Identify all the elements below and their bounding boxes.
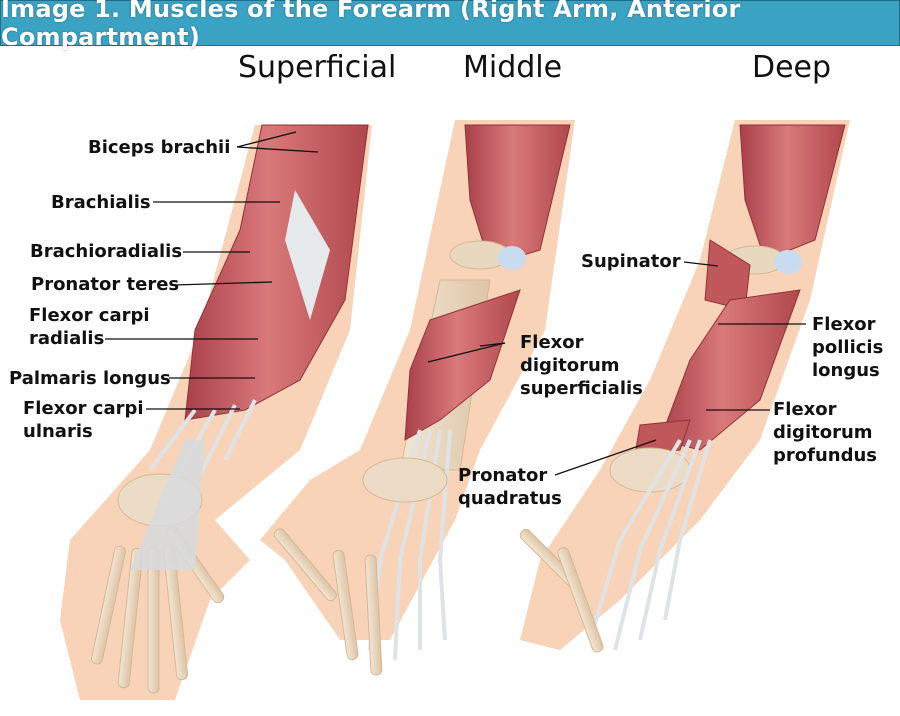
label-line: digitorum xyxy=(520,355,620,376)
leader-biceps-1 xyxy=(236,131,297,148)
middle-elbow-joint xyxy=(449,240,526,270)
label-line: pollicis xyxy=(812,337,884,358)
superficial-muscle-mass xyxy=(184,124,369,421)
label-line: profundus xyxy=(773,445,878,466)
label-line: Flexor carpi xyxy=(29,305,150,326)
leader-pronator-quadratus xyxy=(554,439,657,476)
leader-fds-2 xyxy=(479,342,506,347)
label-line: digitorum xyxy=(773,422,873,443)
label-brachioradialis: Brachioradialis xyxy=(30,241,183,262)
bicipital-aponeurosis xyxy=(285,190,330,320)
label-line: longus xyxy=(812,360,880,381)
deep-tendons xyxy=(588,438,712,651)
label-line: Flexor xyxy=(812,314,876,335)
label-line: ulnaris xyxy=(23,421,93,442)
leader-lines xyxy=(105,131,806,476)
column-title-deep: Deep xyxy=(752,50,832,85)
label-biceps-brachii: Biceps brachii xyxy=(88,137,231,158)
label-brachialis: Brachialis xyxy=(51,192,151,213)
column-title-middle: Middle xyxy=(463,50,563,85)
label-line: superficialis xyxy=(520,378,643,399)
label-pronator-quadratus: Pronator quadratus xyxy=(458,464,562,510)
leader-fds-1 xyxy=(427,342,506,363)
deep-fpl-fdp-muscles xyxy=(659,289,801,451)
label-palmaris-longus: Palmaris longus xyxy=(9,368,171,389)
label-line: Flexor carpi xyxy=(23,398,144,419)
label-supinator: Supinator xyxy=(581,251,681,272)
palmar-aponeurosis xyxy=(130,440,205,570)
label-flexor-pollicis-longus: Flexor pollicis longus xyxy=(812,313,883,382)
label-flexor-carpi-ulnaris: Flexor carpi ulnaris xyxy=(23,397,144,443)
middle-wrist-bones xyxy=(362,457,448,503)
column-title-superficial: Superficial xyxy=(238,50,397,85)
deep-hand-bones xyxy=(519,529,604,653)
leader-supinator xyxy=(683,261,719,267)
leader-biceps-2 xyxy=(236,146,319,153)
middle-arm xyxy=(260,120,575,676)
label-flexor-digitorum-profundus: Flexor digitorum profundus xyxy=(773,398,877,467)
label-line: radialis xyxy=(29,328,105,349)
superficial-arm xyxy=(60,124,372,700)
label-flexor-carpi-radialis: Flexor carpi radialis xyxy=(29,304,150,350)
middle-hand-bones xyxy=(273,528,383,676)
label-line: Flexor xyxy=(520,332,584,353)
label-line: Flexor xyxy=(773,399,837,420)
leader-pronator-teres xyxy=(174,281,273,286)
middle-tendons xyxy=(368,429,452,661)
label-line: Pronator xyxy=(458,465,548,486)
title-banner: Image 1. Muscles of the Forearm (Right A… xyxy=(0,0,900,51)
label-line: quadratus xyxy=(458,488,562,509)
deep-arm xyxy=(519,120,850,653)
middle-fds-muscle xyxy=(404,289,521,441)
label-flexor-digitorum-superficialis: Flexor digitorum superficialis xyxy=(520,331,643,400)
deep-humerus xyxy=(739,124,846,261)
label-pronator-teres: Pronator teres xyxy=(31,274,180,295)
banner-title: Image 1. Muscles of the Forearm (Right A… xyxy=(1,0,741,51)
